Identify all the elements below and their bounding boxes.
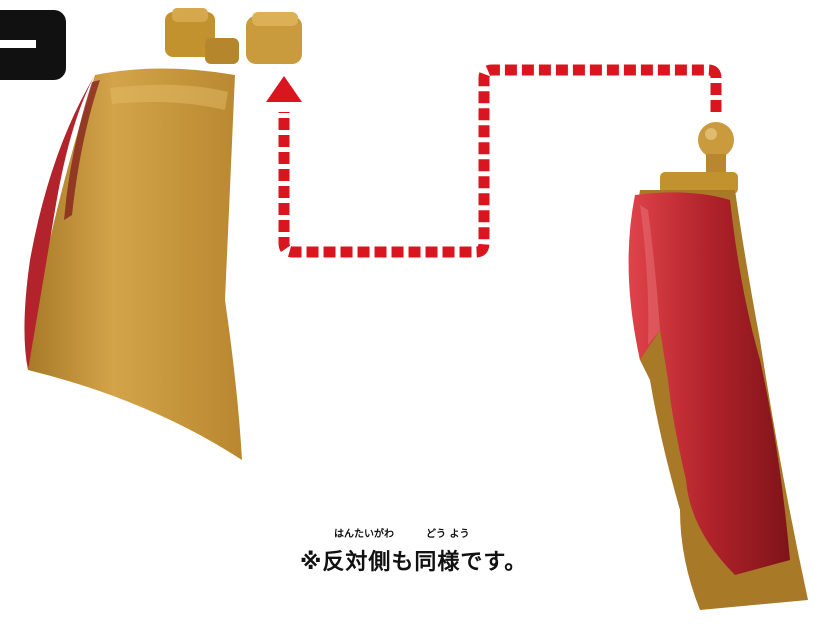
dotted-arrow: [278, 64, 722, 258]
dotted-arrow-head: [266, 76, 302, 102]
step-badge-mark: [0, 40, 36, 48]
step-badge: [0, 10, 66, 80]
note-ruby-1: はんたいがわ: [334, 529, 394, 540]
cape-part-left: [24, 8, 302, 460]
note-ruby: はんたいがわ どう よう: [300, 528, 560, 542]
note-text: ※反対側も同様です。: [300, 550, 528, 575]
cape-part-right: [628, 122, 808, 610]
note: はんたいがわ どう よう ※反対側も同様です。: [300, 528, 560, 576]
note-ruby-2: どう よう: [426, 529, 470, 540]
